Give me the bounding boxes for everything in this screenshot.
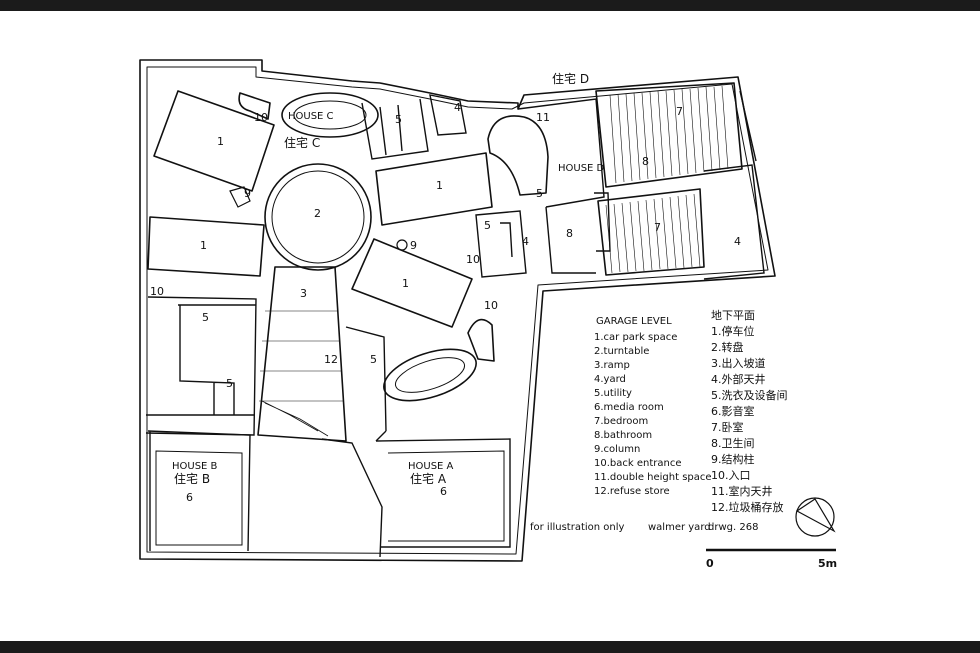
legend-item: 8.bathroom bbox=[594, 430, 652, 441]
legend-item: 3.ramp bbox=[594, 360, 630, 371]
house-b-label-cn: 住宅 B bbox=[174, 471, 210, 486]
column bbox=[229, 186, 251, 208]
room-label: 5 bbox=[484, 219, 491, 232]
room-label: 3 bbox=[300, 287, 307, 300]
room-label: 4 bbox=[522, 235, 529, 248]
legend-cn-item: 8.卫生间 bbox=[711, 436, 755, 450]
house-c-label: HOUSE C bbox=[288, 111, 334, 122]
legend-cn-item: 2.转盘 bbox=[711, 340, 744, 354]
car-park-space bbox=[375, 152, 493, 226]
legend-cn-title: 地下平面 bbox=[711, 309, 755, 322]
bedroom-d-upper bbox=[595, 82, 743, 188]
scale-bar: 0 5m bbox=[706, 548, 837, 570]
legend-cn-item: 7.卧室 bbox=[711, 420, 744, 434]
floor-plan-drawing: 1 1 1 1 2 3 4 4 4 5 5 5 5 5 5 6 6 7 7 8 … bbox=[139, 59, 837, 570]
scale-start: 0 bbox=[706, 557, 714, 570]
house-d-label-cn: 住宅 D bbox=[552, 71, 589, 86]
room-label: 10 bbox=[150, 285, 164, 298]
legend-item: 9.column bbox=[594, 444, 640, 455]
site-boundary bbox=[139, 59, 776, 562]
legend-item: 1.car park space bbox=[594, 332, 677, 343]
legend-item: 5.utility bbox=[594, 388, 632, 399]
scale-end: 5m bbox=[818, 557, 837, 570]
project-name: walmer yard bbox=[648, 522, 711, 533]
room-label: 5 bbox=[370, 353, 377, 366]
north-arrow bbox=[795, 497, 836, 537]
legend-title: GARAGE LEVEL bbox=[596, 316, 672, 327]
bedroom-d-lower bbox=[597, 188, 705, 276]
room-label: 12 bbox=[324, 353, 338, 366]
legend-cn-item: 5.洗衣及设备间 bbox=[711, 388, 788, 402]
legend-item: 2.turntable bbox=[594, 346, 649, 357]
legend-cn: 地下平面 1.停车位 2.转盘 3.出入坡道 4.外部天井 5.洗衣及设备间 6… bbox=[711, 309, 788, 514]
legend-item: 10.back entrance bbox=[594, 458, 682, 469]
room-label: 1 bbox=[402, 277, 409, 290]
drawing-number: drwg. 268 bbox=[708, 522, 758, 533]
room-label: 7 bbox=[676, 105, 683, 118]
room-label: 4 bbox=[734, 235, 741, 248]
car-park-space bbox=[147, 216, 265, 277]
room-label: 10 bbox=[484, 299, 498, 312]
room-label: 4 bbox=[454, 101, 461, 114]
turntable-inner bbox=[271, 170, 365, 264]
ramp bbox=[257, 266, 347, 442]
room-label: 10 bbox=[466, 253, 480, 266]
legend-en: GARAGE LEVEL 1.car park space 2.turntabl… bbox=[594, 316, 712, 497]
stair-house-d bbox=[487, 115, 549, 196]
house-a-label: HOUSE A bbox=[408, 461, 454, 472]
house-d-label: HOUSE D bbox=[558, 163, 605, 174]
room-label: 5 bbox=[202, 311, 209, 324]
house-b-label: HOUSE B bbox=[172, 461, 218, 472]
legend-item: 6.media room bbox=[594, 402, 664, 413]
room-label: 8 bbox=[642, 155, 649, 168]
room-label: 1 bbox=[200, 239, 207, 252]
illustration-note: for illustration only bbox=[530, 522, 625, 533]
room-label: 1 bbox=[436, 179, 443, 192]
drawing-sheet: 1 1 1 1 2 3 4 4 4 5 5 5 5 5 5 6 6 7 7 8 … bbox=[0, 11, 980, 641]
room-label: 9 bbox=[410, 239, 417, 252]
room-label: 11 bbox=[536, 111, 550, 124]
house-c-label-cn: 住宅 C bbox=[284, 135, 320, 150]
room-label: 5 bbox=[395, 113, 402, 126]
room-label: 9 bbox=[244, 187, 251, 200]
room-label: 6 bbox=[186, 491, 193, 504]
legend-item: 4.yard bbox=[594, 374, 626, 385]
legend-item: 7.bedroom bbox=[594, 416, 648, 427]
room-label: 10 bbox=[254, 111, 268, 124]
legend-cn-item: 4.外部天井 bbox=[711, 372, 766, 386]
legend-cn-item: 10.入口 bbox=[711, 469, 751, 482]
legend-cn-item: 6.影音室 bbox=[711, 404, 755, 418]
site-boundary-inner bbox=[146, 66, 769, 555]
house-a-label-cn: 住宅 A bbox=[410, 471, 447, 486]
room-label: 2 bbox=[314, 207, 321, 220]
legend-item: 11.double height space bbox=[594, 472, 712, 483]
stair-house-c bbox=[281, 92, 379, 138]
legend-cn-item: 3.出入坡道 bbox=[711, 356, 766, 370]
stair-house-a bbox=[383, 348, 477, 402]
room-label: 1 bbox=[217, 135, 224, 148]
room-label: 8 bbox=[566, 227, 573, 240]
legend-cn-item: 9.结构柱 bbox=[711, 452, 755, 466]
column bbox=[396, 239, 408, 251]
legend-cn-item: 1.停车位 bbox=[711, 324, 755, 338]
room-label: 7 bbox=[654, 221, 661, 234]
legend-cn-item: 12.垃圾桶存放 bbox=[711, 500, 784, 514]
turntable bbox=[264, 163, 372, 271]
legend-item: 12.refuse store bbox=[594, 486, 670, 497]
room-label: 6 bbox=[440, 485, 447, 498]
room-label: 5 bbox=[226, 377, 233, 390]
car-park-space bbox=[351, 238, 473, 328]
room-label: 5 bbox=[536, 187, 543, 200]
car-park-space bbox=[153, 90, 275, 192]
legend-cn-item: 11.室内天井 bbox=[711, 484, 773, 498]
